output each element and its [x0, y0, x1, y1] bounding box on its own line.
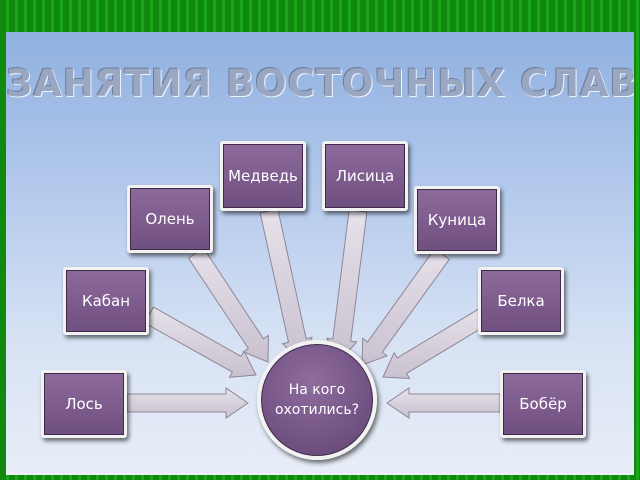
arrow-5 — [361, 248, 450, 366]
arrow-4 — [326, 209, 368, 363]
slide: ЗАНЯТИЯ ВОСТОЧНЫХ СЛАВЯН Лось Кабан Олен… — [6, 32, 634, 475]
node-elk: Лось — [41, 370, 127, 438]
node-boar: Кабан — [63, 267, 149, 335]
arrow-2 — [187, 247, 269, 363]
node-marten: Куница — [414, 186, 500, 254]
arrow-6 — [382, 306, 492, 380]
center-question: На кого охотились? — [257, 340, 377, 460]
node-fox: Лисица — [322, 141, 408, 211]
node-bear: Медведь — [220, 141, 306, 211]
slide-title: ЗАНЯТИЯ ВОСТОЧНЫХ СЛАВЯН — [6, 62, 634, 105]
node-squirrel: Белка — [478, 267, 564, 335]
node-deer: Олень — [127, 185, 213, 253]
arrow-0 — [126, 387, 249, 419]
arrow-1 — [143, 306, 257, 378]
node-beaver: Бобёр — [500, 370, 586, 438]
arrow-7 — [386, 387, 501, 419]
